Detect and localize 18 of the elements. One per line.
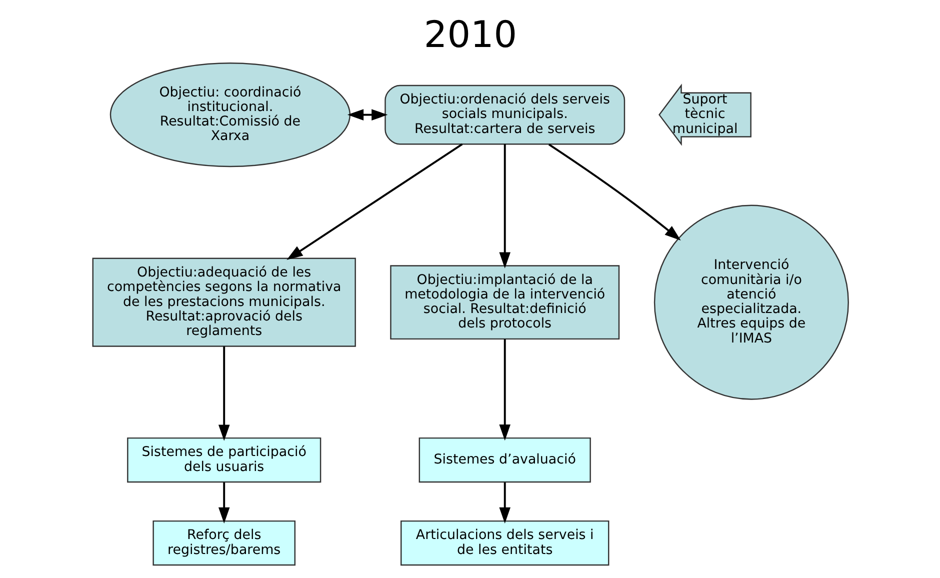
node-circle: Intervenció comunitària i/o atenció especialitzada. Altres equips de l’IMAS (653, 204, 848, 400)
arrow (498, 339, 510, 441)
node-ellipse: Objectiu: coordinació institucional. Resultat:Comissió de Xarxa (109, 62, 350, 168)
arrow (498, 144, 510, 268)
arrow (286, 143, 462, 260)
arrow (548, 144, 680, 241)
node-box: Objectiu:adequació de les competències segons la normativa de les prestacions municipals. Resultat:aprovació dels reglaments (92, 258, 356, 347)
arrow (498, 482, 510, 524)
arrow (218, 482, 230, 524)
arrow (218, 346, 230, 441)
node-box: Reforç dels registres/barems (152, 520, 296, 566)
node-box: Objectiu:ordenació dels serveis socials municipals. Resultat:cartera de serveis (384, 84, 625, 145)
node-box: Articulacions dels serveis i de les entitats (400, 520, 609, 566)
node-box: Sistemes de participació dels usuaris (126, 437, 321, 483)
diagram-title: 2010 (423, 13, 517, 56)
node-box: Sistemes d’avaluació (418, 437, 590, 483)
arrow (346, 109, 388, 120)
node-box: Objectiu:implantació de la metodologia de la intervenció social. Resultat:definició dels protocols (390, 265, 620, 340)
